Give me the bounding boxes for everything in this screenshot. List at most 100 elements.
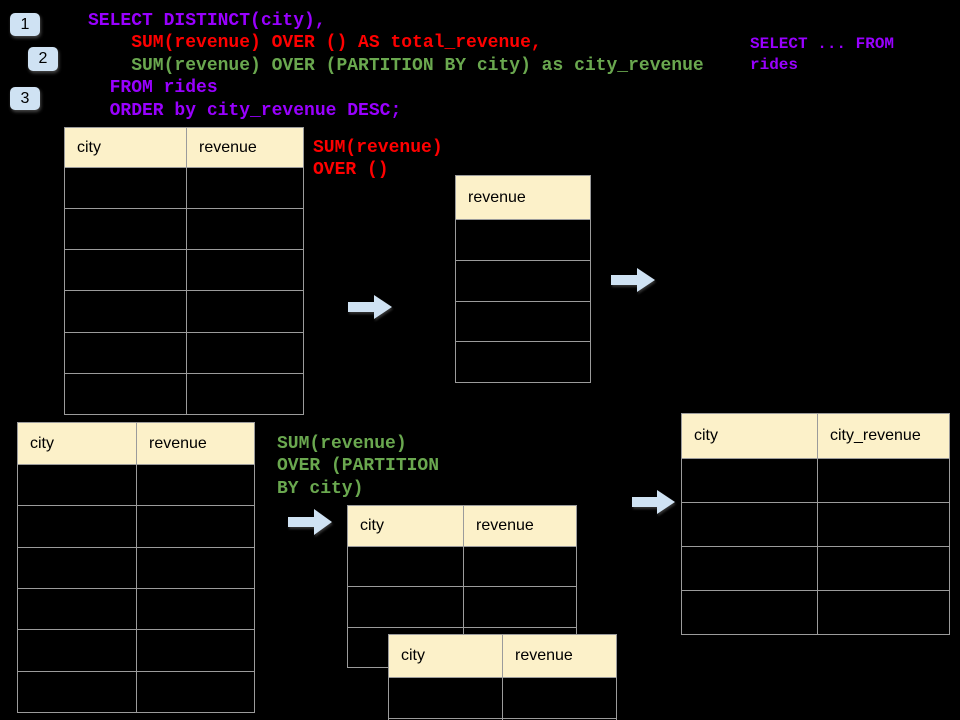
table-row	[455, 259, 591, 302]
column-header-city: city	[64, 127, 187, 168]
flow-arrow-icon	[348, 295, 392, 319]
empty-cell	[17, 587, 137, 631]
empty-cell	[186, 208, 304, 251]
table-row	[17, 505, 255, 548]
table-row	[17, 587, 255, 631]
column-header-city_revenue: city_revenue	[817, 413, 950, 459]
table-row	[64, 249, 304, 292]
flow-arrow-icon	[288, 509, 332, 535]
sql-code-line: SUM(revenue) OVER (PARTITION BY city) as…	[88, 55, 704, 76]
empty-cell	[681, 458, 818, 503]
sql-code-line: ORDER by city_revenue DESC;	[88, 100, 402, 121]
empty-cell	[136, 587, 255, 631]
table-row	[17, 629, 255, 672]
table-row	[347, 586, 577, 628]
table-row	[455, 341, 591, 383]
empty-cell	[186, 331, 304, 374]
empty-cell	[388, 677, 503, 719]
sql-code-line: SELECT DISTINCT(city),	[88, 11, 326, 31]
empty-cell	[136, 505, 255, 548]
empty-cell	[64, 372, 187, 416]
empty-cell	[17, 463, 137, 507]
flow-arrow-icon	[611, 268, 655, 292]
empty-cell	[136, 546, 255, 589]
column-header-city: city	[347, 505, 464, 547]
column-header-revenue: revenue	[463, 505, 577, 547]
empty-cell	[17, 629, 137, 672]
table-row	[681, 590, 950, 635]
empty-cell	[64, 290, 187, 333]
empty-cell	[681, 546, 818, 591]
empty-cell	[681, 590, 818, 635]
flow-arrow-icon	[632, 490, 675, 514]
column-header-revenue: revenue	[186, 127, 304, 168]
empty-cell	[17, 505, 137, 548]
sql-code-block: SELECT DISTINCT(city), SUM(revenue) OVER…	[88, 10, 704, 122]
empty-cell	[817, 590, 950, 635]
empty-cell	[186, 166, 304, 210]
table-row	[388, 677, 617, 719]
empty-cell	[347, 586, 464, 628]
empty-cell	[186, 249, 304, 292]
empty-cell	[817, 458, 950, 503]
sql-code-line: SUM(revenue) OVER () AS total_revenue,	[88, 33, 542, 54]
column-header-city: city	[17, 422, 137, 465]
table-row	[64, 166, 304, 210]
table-header-row: revenue	[455, 175, 591, 220]
empty-cell	[64, 249, 187, 292]
empty-cell	[455, 341, 591, 383]
empty-cell	[817, 502, 950, 547]
table-row	[17, 463, 255, 507]
step-badge-3-label: 3	[20, 90, 30, 107]
annotation-line: SUM(revenue)	[313, 138, 443, 158]
empty-cell	[502, 718, 617, 720]
annotation-line: OVER ()	[313, 160, 389, 181]
empty-cell	[186, 290, 304, 333]
column-header-city: city	[388, 634, 503, 678]
table-row	[388, 718, 617, 720]
empty-cell	[136, 629, 255, 672]
column-header-revenue: revenue	[502, 634, 617, 678]
annotation-window-total: SUM(revenue)OVER ()	[313, 137, 443, 182]
table-row	[455, 300, 591, 343]
annotation-line: SUM(revenue)	[277, 434, 407, 454]
empty-cell	[17, 546, 137, 589]
table-row	[64, 208, 304, 251]
empty-cell	[455, 300, 591, 343]
table-row	[681, 458, 950, 503]
empty-cell	[455, 259, 591, 302]
empty-cell	[64, 166, 187, 210]
column-header-city: city	[681, 413, 818, 459]
empty-cell	[64, 331, 187, 374]
empty-cell	[817, 546, 950, 591]
column-header-revenue: revenue	[455, 175, 591, 220]
table-row	[64, 372, 304, 416]
empty-cell	[347, 545, 464, 588]
step-badge-1: 1	[10, 13, 40, 36]
side-note-line: rides	[750, 56, 799, 74]
empty-cell	[463, 545, 577, 588]
table-row	[64, 290, 304, 333]
empty-cell	[502, 677, 617, 719]
table-row	[17, 546, 255, 589]
empty-cell	[136, 463, 255, 507]
empty-cell	[681, 502, 818, 547]
table-row	[681, 502, 950, 547]
empty-cell	[136, 670, 255, 714]
table-row	[17, 670, 255, 714]
step-badge-2: 2	[28, 47, 58, 71]
table-row	[64, 331, 304, 374]
table-total-revenue-result: revenue	[455, 175, 591, 383]
